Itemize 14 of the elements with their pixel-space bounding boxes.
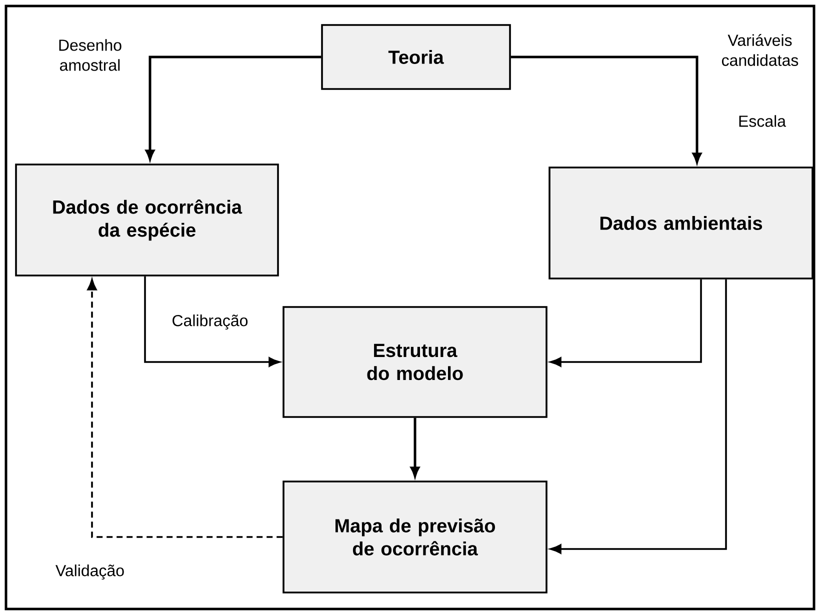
arrow (144, 276, 280, 367)
edge-label: Validação (56, 564, 124, 580)
arrow (550, 279, 727, 554)
edge-label: Desenho amostral (59, 39, 122, 71)
process-box: Mapa de previsão de ocorrência (282, 480, 548, 594)
text-label: Escala (739, 115, 786, 127)
arrow (550, 279, 702, 367)
edge-label: Variáveis candidatas (722, 34, 798, 66)
edge-label: Calibração (172, 314, 248, 330)
arrow (87, 279, 283, 538)
process-box: Estrutura do modelo (282, 306, 548, 418)
process-box: Teoria (321, 24, 511, 90)
process-box: Dados de ocorrência da espécie (15, 164, 279, 276)
process-box: Dados ambientais (548, 166, 814, 280)
